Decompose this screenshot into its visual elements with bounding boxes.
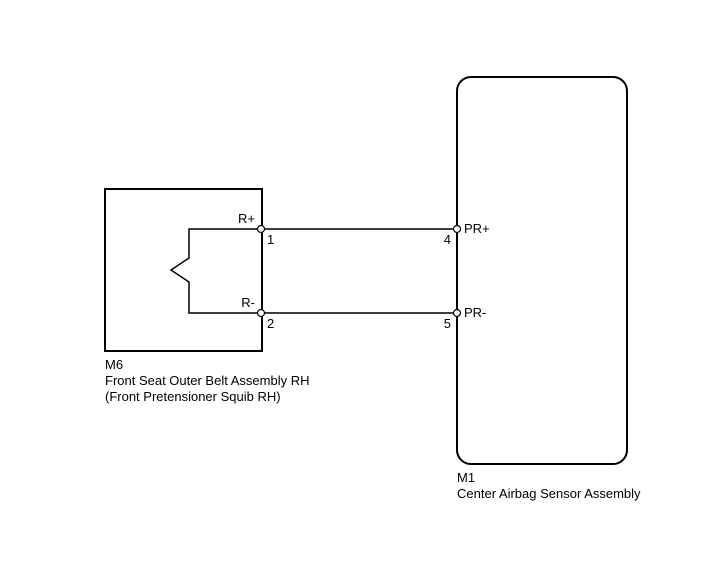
m6-pin-2-number: 2 bbox=[267, 316, 274, 331]
m1-component-box bbox=[456, 76, 628, 465]
squib-symbol bbox=[169, 228, 261, 314]
m1-pin-5-label: PR- bbox=[464, 305, 486, 320]
m1-pin-5-number: 5 bbox=[444, 316, 451, 331]
m6-component-box bbox=[104, 188, 263, 352]
m1-component-name: Center Airbag Sensor Assembly bbox=[457, 486, 641, 501]
terminal-m1-pin-5 bbox=[452, 308, 462, 318]
m6-component-subname: (Front Pretensioner Squib RH) bbox=[105, 389, 281, 404]
m1-pin-4-label: PR+ bbox=[464, 221, 490, 236]
m1-component-code: M1 bbox=[457, 470, 475, 485]
m1-pin-4-number: 4 bbox=[444, 232, 451, 247]
terminal-m1-pin-4 bbox=[452, 224, 462, 234]
m6-pin-2-label: R- bbox=[241, 295, 255, 310]
terminal-m6-pin-2 bbox=[256, 308, 266, 318]
terminal-m6-pin-1 bbox=[256, 224, 266, 234]
m6-pin-1-label: R+ bbox=[238, 211, 255, 226]
m6-pin-1-number: 1 bbox=[267, 232, 274, 247]
m6-component-name: Front Seat Outer Belt Assembly RH bbox=[105, 373, 309, 388]
m6-component-code: M6 bbox=[105, 357, 123, 372]
